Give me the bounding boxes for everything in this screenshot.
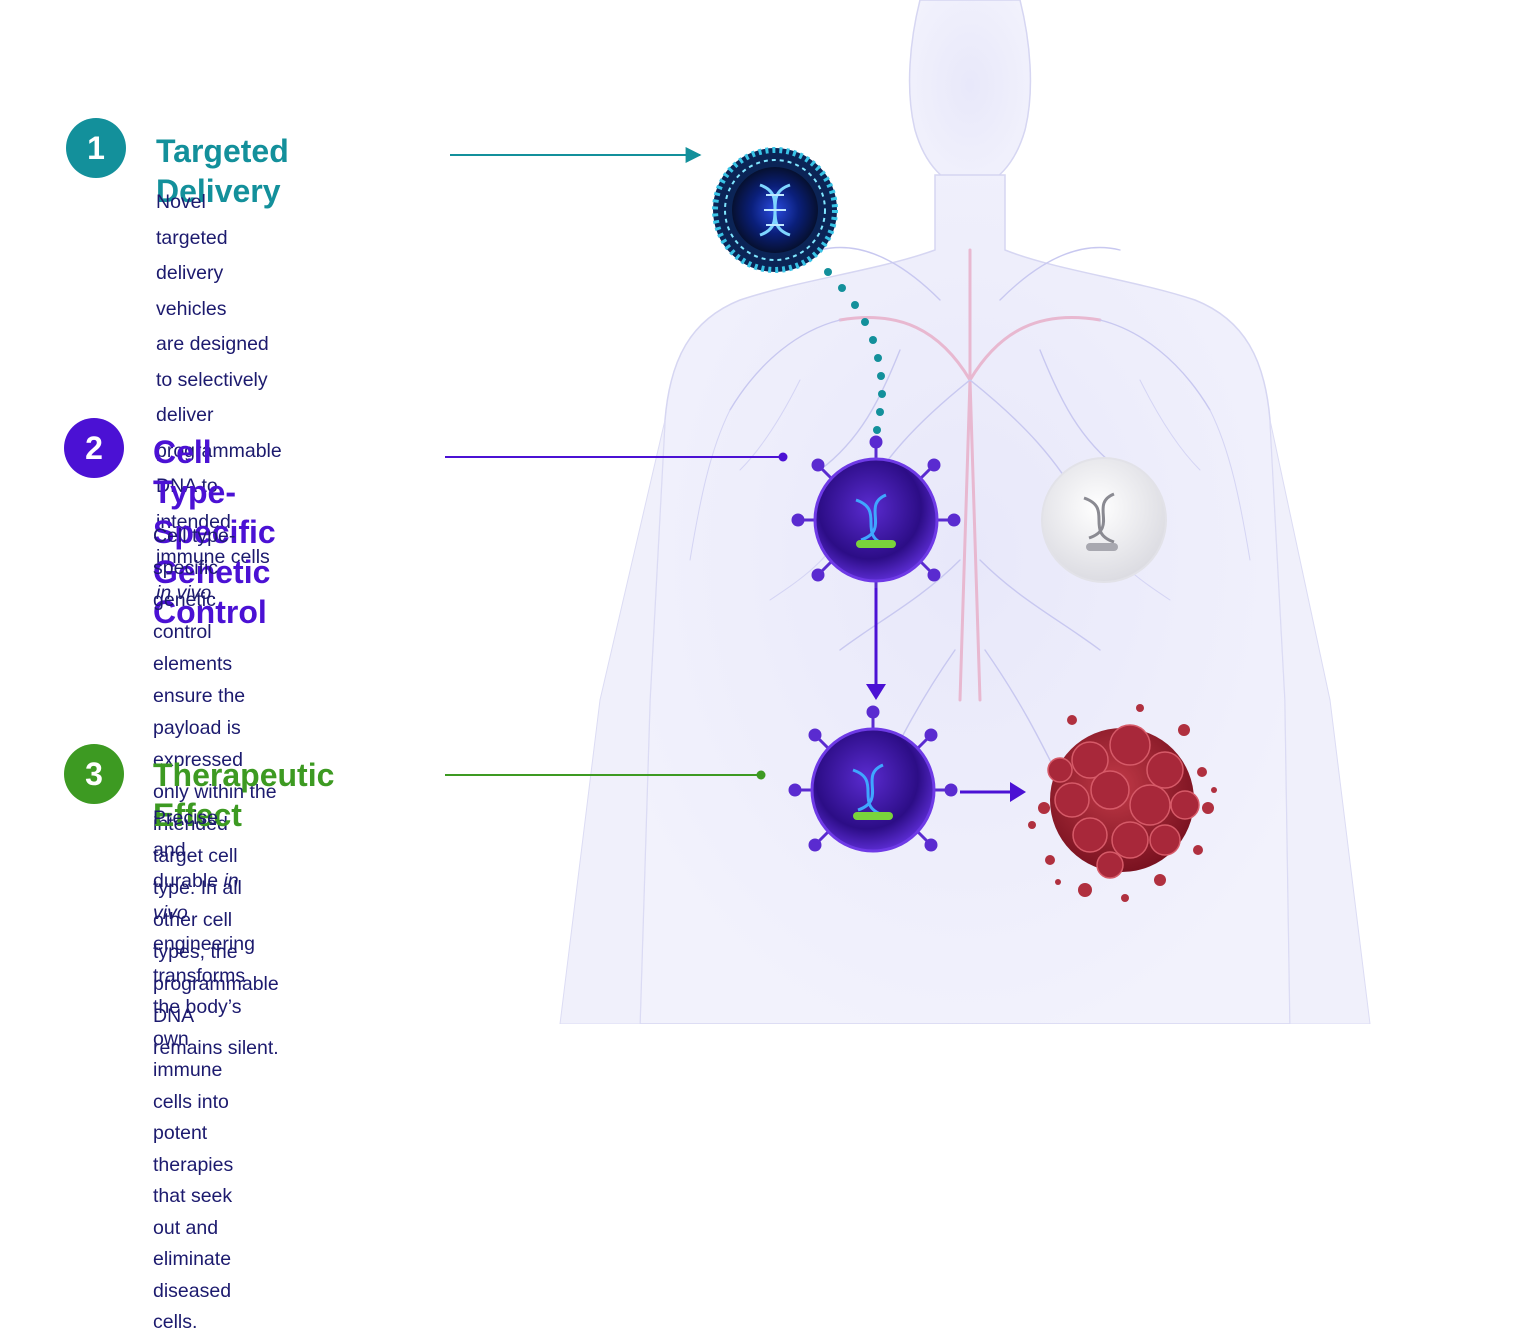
desc-text: programmable DNA to intended: [156, 439, 282, 533]
desc-line: eliminate diseased cells.: [153, 1244, 255, 1339]
desc-line: elements ensure the payload is: [153, 648, 279, 744]
desc-italic-text: in vivo: [156, 581, 212, 604]
target-cell-expressing-icon: [791, 435, 961, 592]
desc-text: Precise and durable: [153, 807, 224, 892]
tumor-cell-icon: [1028, 704, 1217, 902]
desc-line: Cell type-specific genetic control: [153, 520, 279, 648]
desc-text: target cell type. In all other cell: [153, 845, 242, 931]
desc-text: immune cells: [156, 546, 270, 568]
step-title-line: Therapeutic Effect: [153, 757, 335, 833]
delivery-path-dots: [824, 268, 886, 434]
desc-line: target cell type. In all other cell: [153, 840, 279, 936]
non-target-cell-icon: [1041, 457, 1167, 583]
step-title: Cell Type-Specific Genetic Control: [153, 432, 276, 632]
step-title: Therapeutic Effect: [153, 755, 334, 835]
desc-line: immune cells in vivo.: [156, 540, 282, 611]
desc-text: types, the programmable DNA: [153, 941, 279, 1027]
step-title: Targeted Delivery: [156, 131, 289, 211]
step-number-badge: 1: [66, 118, 126, 178]
dna-nanoparticle-icon: [712, 147, 838, 273]
desc-line: therapies that seek out and: [153, 1150, 255, 1245]
attack-arrow-head: [1010, 782, 1026, 802]
step-description: Precise and durable in vivo engineering …: [153, 803, 255, 1339]
desc-text: are designed to selectively deliver: [156, 333, 269, 426]
step-number-badge: 3: [64, 744, 124, 804]
desc-line: are designed to selectively deliver: [156, 327, 282, 434]
desc-text: engineering transforms the body’s: [153, 933, 255, 1018]
desc-text: Cell type-specific genetic control: [153, 525, 236, 643]
desc-text: .: [211, 581, 217, 604]
desc-text: eliminate diseased cells.: [153, 1248, 232, 1333]
desc-line: types, the programmable DNA: [153, 936, 279, 1032]
desc-line: programmable DNA to intended: [156, 434, 282, 541]
desc-text: Novel targeted delivery vehicles: [156, 191, 228, 320]
step-number-badge: 2: [64, 418, 124, 478]
desc-text: expressed only within the intended: [153, 749, 277, 835]
desc-line: engineering transforms the body’s: [153, 929, 255, 1024]
body-illustration: [445, 0, 1371, 1024]
step-title-line: Targeted Delivery: [156, 133, 289, 209]
vascular-network: [689, 246, 1251, 781]
desc-text: therapies that seek out and: [153, 1153, 234, 1239]
desc-line: own immune cells into potent: [153, 1024, 255, 1150]
desc-text: elements ensure the payload is: [153, 653, 246, 739]
desc-line: Novel targeted delivery vehicles: [156, 185, 282, 327]
step-title-line: Genetic Control: [153, 554, 271, 630]
desc-text: own immune cells into potent: [153, 1027, 229, 1145]
therapeutic-cell-icon: [788, 705, 958, 853]
step-description: Novel targeted delivery vehicles are des…: [156, 185, 282, 611]
step2-connector-dot: [778, 452, 788, 462]
desc-line: expressed only within the intended: [153, 744, 279, 840]
step-title-line: Cell Type-Specific: [153, 434, 276, 550]
expression-flow-arrow-head: [866, 684, 886, 700]
step3-connector-dot: [756, 770, 766, 780]
desc-italic-text: in vivo: [153, 870, 239, 924]
desc-line: Precise and durable in vivo: [153, 803, 255, 929]
